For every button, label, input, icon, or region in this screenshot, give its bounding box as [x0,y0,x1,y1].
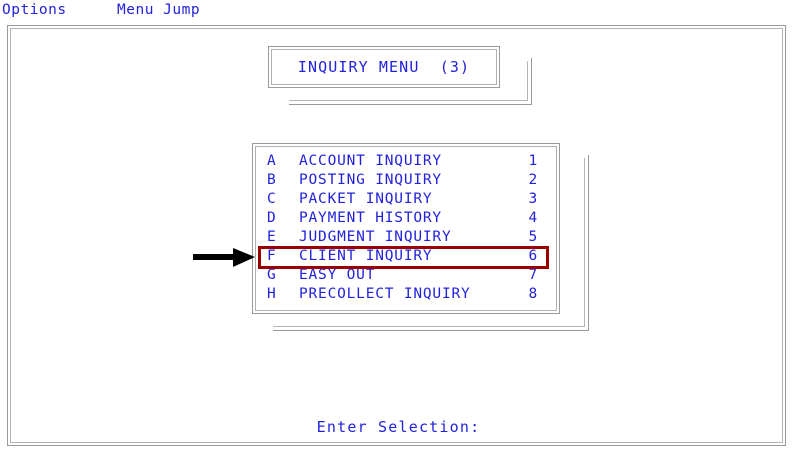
menu-item-h[interactable]: H PRECOLLECT INQUIRY 8 [253,285,559,304]
menu-item-key: H [267,286,277,302]
menu-item-label: ACCOUNT INQUIRY [299,153,442,169]
menu-item-key: A [267,153,277,169]
menu-item-key: B [267,172,277,188]
menu-bar-item-options[interactable]: Options [2,2,67,18]
menu-item-number: 1 [528,153,538,169]
menu-item-key: C [267,191,277,207]
enter-selection-prompt: Enter Selection: [316,418,481,436]
menu-item-number: 2 [528,172,538,188]
menu-item-a[interactable]: A ACCOUNT INQUIRY 1 [253,152,559,171]
menu-item-key: D [267,210,277,226]
menu-item-label: EASY OUT [299,267,376,283]
menu-item-number: 4 [528,210,538,226]
pointer-arrow-icon [193,246,255,270]
menu-item-d[interactable]: D PAYMENT HISTORY 4 [253,209,559,228]
menu-item-c[interactable]: C PACKET INQUIRY 3 [253,190,559,209]
terminal-screen-frame-inner-rule [10,28,783,443]
title-box: INQUIRY MENU (3) [268,46,500,88]
menu-item-number: 8 [528,286,538,302]
menu-item-number: 3 [528,191,538,207]
menu-item-label: CLIENT INQUIRY [299,248,433,264]
menu-item-label: POSTING INQUIRY [299,172,442,188]
title-box-shadow [289,58,532,105]
title-box-inner-rule [271,49,497,85]
menu-box-inner-rule [255,146,557,311]
menu-item-key: G [267,267,277,283]
menu-item-key: F [267,248,277,264]
menu-item-key: E [267,229,277,245]
menu-item-number: 7 [528,267,538,283]
menu-item-label: PRECOLLECT INQUIRY [299,286,471,302]
menu-box-shadow [273,155,589,331]
menu-item-f[interactable]: F CLIENT INQUIRY 6 [253,247,559,266]
menu-item-label: JUDGMENT INQUIRY [299,229,452,245]
menu-item-b[interactable]: B POSTING INQUIRY 2 [253,171,559,190]
menu-item-label: PACKET INQUIRY [299,191,433,207]
menu-item-label: PAYMENT HISTORY [299,210,442,226]
menu-item-number: 5 [528,229,538,245]
top-menu-bar: Options Menu Jump [0,0,797,22]
menu-item-number: 6 [528,248,538,264]
menu-title-text: INQUIRY MENU (3) [297,58,471,76]
menu-item-e[interactable]: E JUDGMENT INQUIRY 5 [253,228,559,247]
arrow-right-icon [193,248,255,267]
menu-bar-item-menu-jump[interactable]: Menu Jump [117,2,201,18]
menu-item-g[interactable]: G EASY OUT 7 [253,266,559,285]
